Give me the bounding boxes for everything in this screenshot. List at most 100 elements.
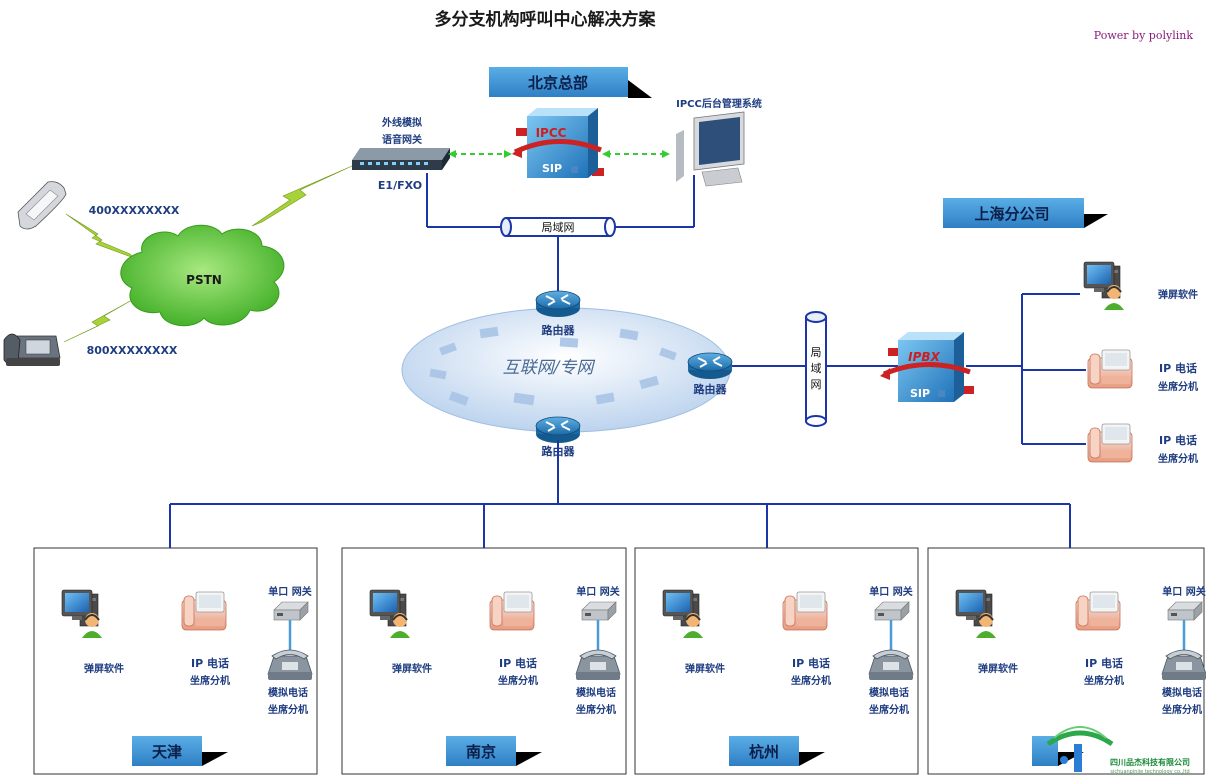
branch-analog-phone	[575, 649, 621, 681]
internet-label: 互联网/专网	[503, 358, 596, 378]
shanghai-ipphone-1	[1087, 349, 1133, 389]
router-top-label: 路由器	[542, 323, 576, 337]
branch-analog-phone	[1161, 649, 1206, 681]
branch-softphone-label: 弹屏软件	[978, 662, 1018, 675]
shanghai-lan-label-1: 局	[811, 346, 822, 359]
shanghai-lan-pipe: 局 域 网	[805, 311, 827, 427]
shanghai-name: 上海分公司	[974, 205, 1049, 223]
branch-ipphone	[1075, 591, 1121, 631]
branch-ipphone-label-1: IP 电话	[1085, 656, 1123, 670]
branch-ipphone-label-2: 坐席分机	[498, 674, 538, 687]
page-title: 多分支机构呼叫中心解决方案	[435, 9, 657, 30]
branch-analog-label-2: 坐席分机	[268, 703, 308, 716]
branch-ipphone-label-1: IP 电话	[499, 656, 537, 670]
branch-gateway	[273, 601, 309, 621]
shanghai-ipphone-2	[1087, 423, 1133, 463]
branch-ipphone-label-2: 坐席分机	[190, 674, 230, 687]
mgmt-pc	[676, 111, 745, 187]
ipcc-label: IPCC	[536, 126, 567, 140]
dashed-link-ipcc-mgmt	[602, 150, 670, 158]
branch-analog-label-2: 坐席分机	[1162, 703, 1202, 716]
gateway-port-label: E1/FXO	[378, 179, 422, 192]
branch-ipphone-label-1: IP 电话	[792, 656, 830, 670]
branch-softphone-label: 弹屏软件	[392, 662, 432, 675]
shanghai-lan-label-2: 域	[811, 362, 822, 375]
branch-analog-label-2: 坐席分机	[869, 703, 909, 716]
shanghai-ipphone-2-label-2: 坐席分机	[1158, 452, 1198, 465]
mgmt-label: IPCC后台管理系统	[676, 97, 762, 110]
branch-ipphone-label-2: 坐席分机	[791, 674, 831, 687]
branch-analog-phone	[868, 649, 914, 681]
internet-cloud: 互联网/专网	[401, 307, 731, 433]
branch-banner: 天津	[132, 736, 228, 766]
branch-analog-label-1: 模拟电话	[1162, 686, 1202, 699]
branch-name: 杭州	[749, 743, 779, 761]
hq-name: 北京总部	[528, 74, 588, 92]
hq-lan-label: 局域网	[542, 221, 575, 234]
branch-ipphone	[782, 591, 828, 631]
router-right	[687, 352, 733, 380]
ipcc-server: IPCC SIP	[512, 108, 604, 178]
branch-softphone-label: 弹屏软件	[685, 662, 725, 675]
pstn-number-1: 400XXXXXXXX	[89, 204, 180, 217]
shanghai-banner: 上海分公司	[943, 198, 1108, 228]
ipcc-sip: SIP	[542, 162, 562, 175]
gateway-label-1: 外线模拟	[381, 116, 422, 129]
desk-phone-icon	[3, 333, 61, 366]
gateway-label-2: 语音网关	[382, 133, 422, 146]
ipbx-server: IPBX SIP	[880, 332, 974, 402]
company-name-en: sichuanpinjie technology co.,ltd	[1110, 769, 1189, 775]
branch-gateway	[1167, 601, 1203, 621]
voice-gateway	[352, 148, 450, 170]
dashed-link-gateway-ipcc	[448, 150, 512, 158]
company-logo: 四川品杰科技有限公司 sichuanpinjie technology co.,…	[1046, 726, 1190, 775]
branch-gateway-label: 单口 网关	[869, 585, 912, 598]
branch-analog-label-1: 模拟电话	[268, 686, 308, 699]
branch-banner: 南京	[446, 736, 542, 766]
branch-name: 天津	[152, 743, 182, 761]
lightning-gateway-pstn	[251, 165, 353, 227]
pstn-cloud: PSTN	[120, 224, 285, 327]
hq-banner: 北京总部	[489, 67, 652, 98]
branch-gateway	[874, 601, 910, 621]
company-name: 四川品杰科技有限公司	[1110, 757, 1190, 767]
branch-gateway-label: 单口 网关	[1162, 585, 1205, 598]
branch-ipphone-label-1: IP 电话	[191, 656, 229, 670]
shanghai-ipphone-1-label-1: IP 电话	[1159, 361, 1197, 375]
router-right-label: 路由器	[694, 382, 728, 396]
shanghai-softphone-pc	[1083, 261, 1125, 311]
shanghai-ipphone-2-label-1: IP 电话	[1159, 433, 1197, 447]
branch-ipphone	[489, 591, 535, 631]
branch-analog-label-2: 坐席分机	[576, 703, 616, 716]
shanghai-softphone-label: 弹屏软件	[1158, 288, 1198, 301]
branch-ipphone-label-2: 坐席分机	[1084, 674, 1124, 687]
mobile-phone-icon	[17, 181, 67, 230]
branch-gateway	[581, 601, 617, 621]
branch-analog-label-1: 模拟电话	[869, 686, 909, 699]
ipbx-sip: SIP	[910, 387, 930, 400]
router-bottom	[535, 416, 581, 444]
shanghai-ipphone-1-label-2: 坐席分机	[1158, 380, 1198, 393]
shanghai-lan-label-3: 网	[811, 378, 822, 391]
hq-lan-pipe: 局域网	[500, 217, 616, 237]
branch-name: 南京	[466, 743, 496, 761]
branch-softphone-label: 弹屏软件	[84, 662, 124, 675]
branch-gateway-label: 单口 网关	[268, 585, 311, 598]
power-by-label: Power by polylink	[1094, 29, 1194, 42]
branch-ipphone	[181, 591, 227, 631]
branch-analog-phone	[267, 649, 313, 681]
pstn-number-2: 800XXXXXXXX	[87, 344, 178, 357]
branch-analog-label-1: 模拟电话	[576, 686, 616, 699]
branch-banner: 杭州	[729, 736, 825, 766]
lightning-mobile-pstn	[65, 213, 135, 259]
router-top	[535, 290, 581, 318]
branch-banner	[1032, 736, 1084, 766]
lightning-desk-pstn	[63, 299, 133, 343]
branch-gateway-label: 单口 网关	[576, 585, 619, 598]
pstn-label: PSTN	[186, 273, 222, 287]
